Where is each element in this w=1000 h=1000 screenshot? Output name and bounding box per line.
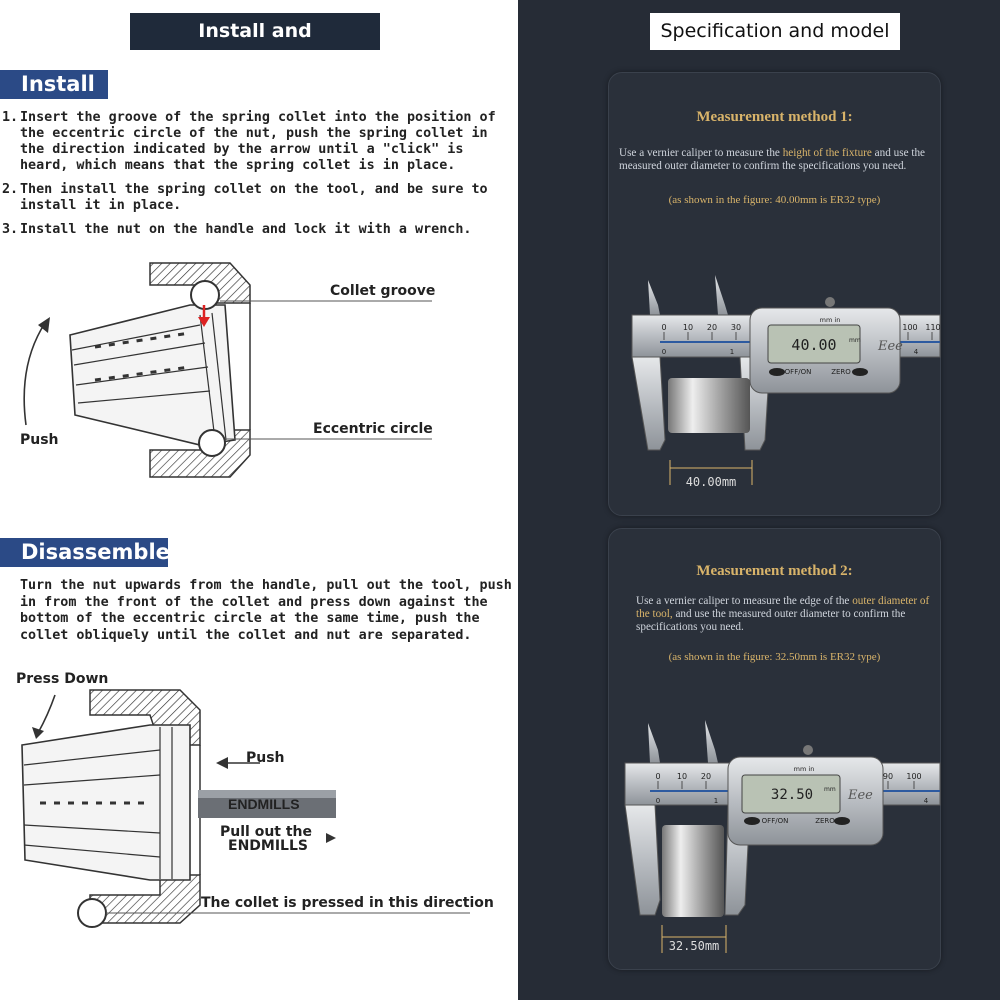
measurement-card-2: Measurement method 2: Use a vernier cali… — [608, 528, 941, 970]
pull-out-label-2: ENDMILLS — [228, 838, 308, 854]
disassemble-title: Disassemble — [21, 540, 170, 564]
disassemble-section-heading: Disassemble — [0, 538, 170, 567]
scale-tick-label: 10 — [677, 772, 687, 781]
lcd-reading: 40.00 — [791, 336, 836, 354]
sub-scale-label: 1 — [730, 348, 734, 356]
method1-title: Measurement method 1: — [696, 109, 853, 125]
install-step: 2.Then install the spring collet on the … — [2, 182, 488, 213]
sub-scale-label: 1 — [714, 797, 718, 805]
pull-out-label: Pull out the — [220, 824, 313, 840]
spec-header: Specification and model — [650, 13, 900, 50]
press-down-label: Press Down — [16, 671, 109, 687]
sub-scale-label: 0 — [662, 348, 666, 356]
off-on-button-label: OFF/ON — [762, 817, 789, 825]
scale-tick-label: 0 — [661, 323, 666, 332]
install-steps: 1.Insert the groove of the spring collet… — [2, 110, 507, 246]
install-title: Install — [21, 72, 95, 96]
method1-note: (as shown in the figure: 40.00mm is ER32… — [668, 194, 881, 206]
dimension-label: 40.00mm — [686, 475, 737, 489]
dimension-label: 32.50mm — [669, 939, 720, 953]
endmills-label: ENDMILLS — [228, 796, 300, 812]
install-step: 1.Insert the groove of the spring collet… — [2, 110, 496, 173]
disassemble-diagram — [21, 689, 470, 928]
scale-tick-label: 20 — [701, 772, 711, 781]
pressed-direction-label: The collet is pressed in this direction — [201, 895, 494, 911]
scale-tick-label: 100 — [902, 323, 917, 332]
method1-desc: Use a vernier caliper to measure the hei… — [619, 147, 925, 172]
disassemble-text: Turn the nut upwards from the handle, pu… — [20, 578, 512, 643]
off-on-button-label: OFF/ON — [785, 368, 812, 376]
scale-tick-label: 90 — [883, 772, 893, 781]
lcd-unit: mm — [824, 786, 836, 793]
scale-tick-label: 10 — [683, 323, 693, 332]
push-label: Push — [20, 432, 59, 448]
scale-tick-label: 20 — [707, 323, 717, 332]
brand-logo: Eee — [847, 788, 873, 803]
push-label-2: Push — [246, 750, 285, 766]
scale-tick-label: 30 — [731, 323, 741, 332]
sub-scale-label: 0 — [656, 797, 660, 805]
scale-tick-label: 110 — [925, 323, 940, 332]
lcd-unit: mm — [849, 337, 861, 344]
sub-scale-label: 4 — [924, 797, 929, 805]
zero-button-label: ZERO — [815, 817, 835, 825]
caliper-1: 0 10 20 30 100 110 0 1 4 40.00 mm mm in … — [631, 275, 941, 489]
caliper-2: 0 10 20 90 100 0 1 4 32.50 mm mm in Eee … — [624, 720, 941, 953]
scale-tick-label: 0 — [655, 772, 660, 781]
method2-title: Measurement method 2: — [696, 563, 853, 579]
brand-logo: Eee — [877, 339, 903, 354]
lcd-reading: 32.50 — [771, 787, 813, 803]
unit-switch-label: mm in — [820, 316, 841, 324]
zero-button-label: ZERO — [831, 368, 851, 376]
scale-tick-label: 100 — [906, 772, 921, 781]
install-panel: Install and Disassemble Install 1.Insert… — [0, 13, 512, 928]
install-diagram — [23, 262, 432, 478]
sub-scale-label: 4 — [914, 348, 919, 356]
method2-note: (as shown in the figure: 32.50mm is ER32… — [668, 651, 881, 663]
install-disassemble-header: Install and Disassemble — [130, 13, 380, 79]
install-step: 3.Install the nut on the handle and lock… — [2, 222, 472, 237]
unit-switch-label: mm in — [794, 765, 815, 773]
install-section-heading: Install — [0, 70, 110, 99]
method2-desc: Use a vernier caliper to measure the edg… — [636, 595, 930, 633]
eccentric-circle-label: Eccentric circle — [313, 421, 433, 437]
collet-groove-label: Collet groove — [330, 283, 436, 299]
